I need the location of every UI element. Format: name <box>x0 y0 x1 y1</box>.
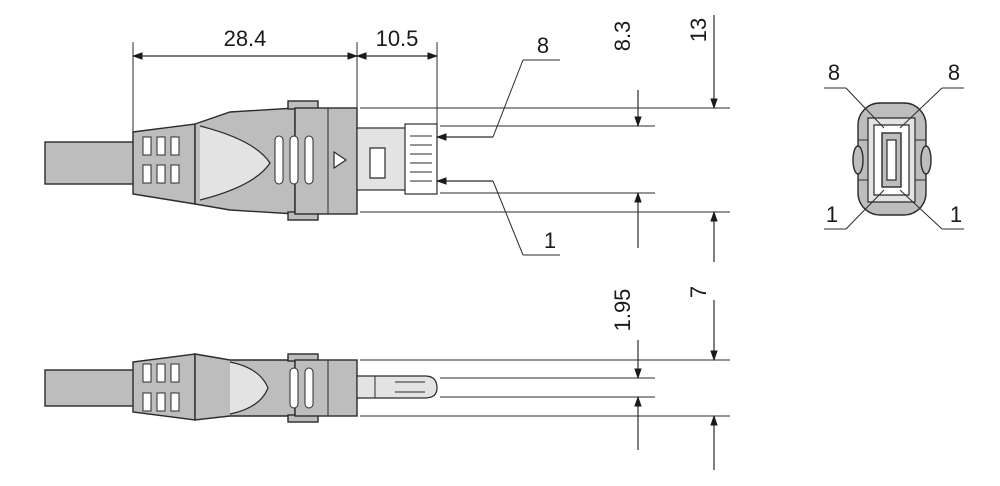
top-view-connector <box>44 100 438 221</box>
top-length-dimensions: 28.4 10.5 <box>131 26 439 132</box>
end-pin-label-lower-left: 1 <box>826 202 838 227</box>
top-pin-leaders: 8 1 <box>435 33 560 256</box>
orientation-triangle-icon <box>333 150 348 170</box>
side-view-connector <box>44 353 438 423</box>
dim-length-tip: 10.5 <box>376 26 419 51</box>
top-pin-label-1: 1 <box>544 228 556 253</box>
side-relief-ribs <box>142 363 180 412</box>
dim-height-inner-bottom: 1.95 <box>610 289 635 332</box>
end-pin-label-upper-left: 8 <box>828 60 840 85</box>
side-height-dimensions: 1.95 7 <box>360 286 730 470</box>
dim-length-main: 28.4 <box>224 26 267 51</box>
top-contact-lines <box>410 135 432 182</box>
top-pin-label-8: 8 <box>537 33 549 58</box>
side-taper-highlight <box>229 361 269 415</box>
end-pin-leaders: 8 8 1 1 <box>824 60 964 230</box>
end-view-connector <box>852 102 932 216</box>
top-contact-block <box>404 123 438 195</box>
side-plug-tip <box>356 375 438 399</box>
top-latch <box>369 147 386 179</box>
top-height-dimensions: 8.3 13 <box>360 15 730 262</box>
top-taper-highlight <box>199 125 271 201</box>
top-housing-slot-2 <box>289 135 299 185</box>
dim-height-outer-bottom: 7 <box>686 286 711 298</box>
top-relief-ribs <box>142 136 180 184</box>
top-strain-relief <box>132 123 196 205</box>
dim-height-outer-top: 13 <box>686 18 711 42</box>
side-main-housing <box>294 359 358 417</box>
top-main-housing <box>294 107 358 215</box>
dim-height-inner-top: 8.3 <box>610 21 635 52</box>
end-pin-label-lower-right: 1 <box>950 202 962 227</box>
top-housing-slot-3 <box>304 135 314 185</box>
top-housing-slot-1 <box>274 135 284 185</box>
side-cable <box>44 369 138 407</box>
end-pin-label-upper-right: 8 <box>948 60 960 85</box>
top-cable <box>44 141 138 185</box>
